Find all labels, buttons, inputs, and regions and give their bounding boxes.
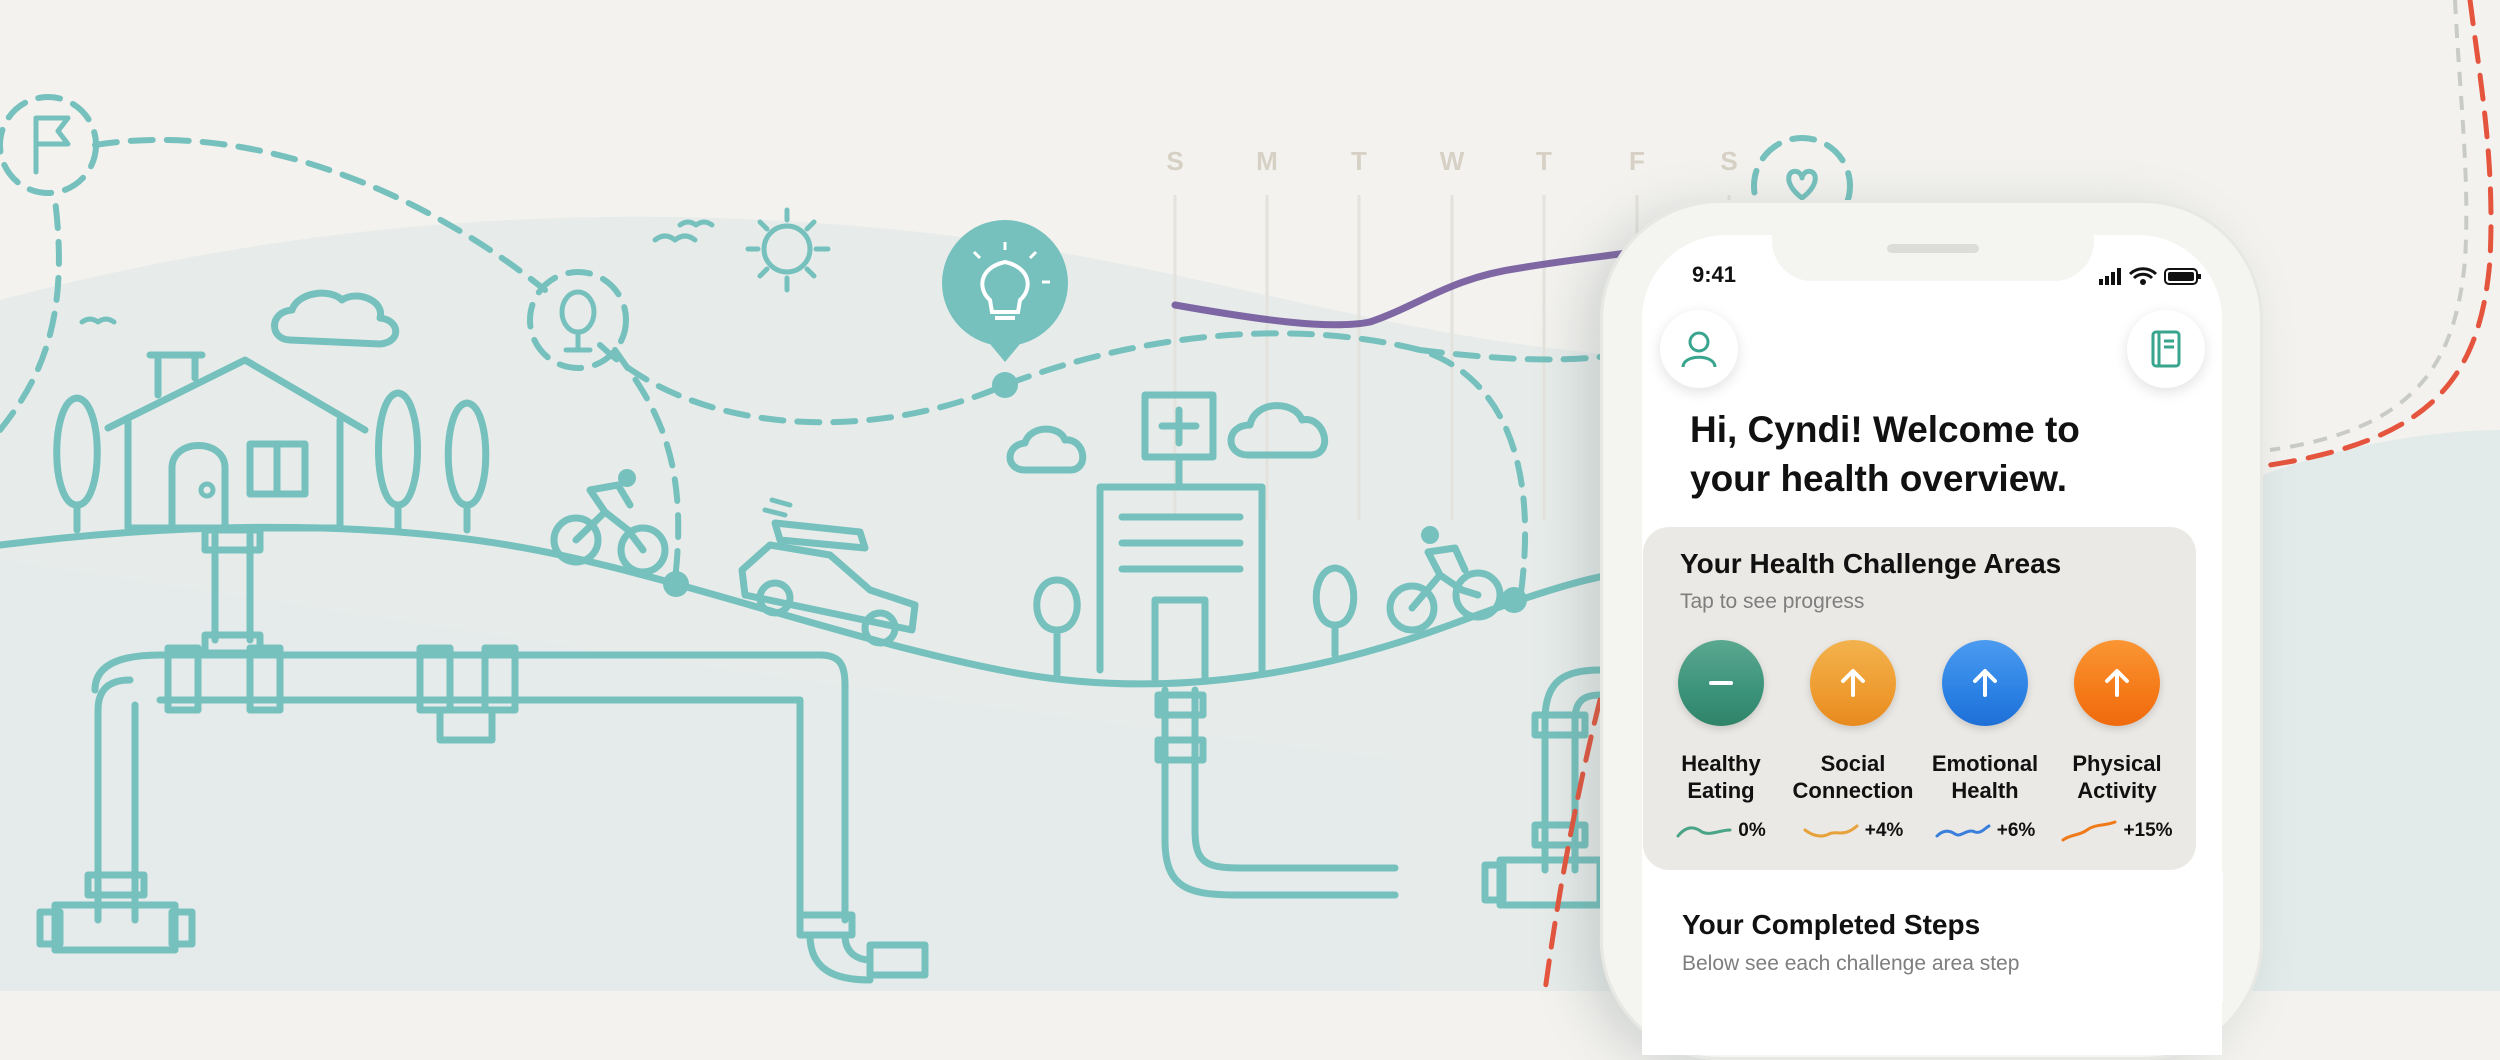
area-status-circle xyxy=(1810,640,1896,726)
arrow-up-icon xyxy=(2105,669,2129,697)
cyclist-icon xyxy=(550,469,669,576)
cloud-icon xyxy=(1227,402,1329,459)
signal-icon xyxy=(2099,268,2121,285)
background-hill xyxy=(0,560,1400,991)
pipes-icon xyxy=(1481,666,1604,909)
area-trend: +6% xyxy=(1919,818,2051,844)
area-status-circle xyxy=(2074,640,2160,726)
day-label: F xyxy=(1629,146,1645,176)
area-status-circle xyxy=(1942,640,2028,726)
day-label: S xyxy=(1166,146,1183,176)
tree-icon xyxy=(375,389,421,534)
profile-icon xyxy=(1681,331,1717,368)
lightbulb-marker xyxy=(942,220,1068,398)
profile-button[interactable] xyxy=(1660,310,1738,388)
day-label: T xyxy=(1351,146,1367,176)
flag-milestone xyxy=(0,94,99,196)
trend-sparkline xyxy=(2061,820,2117,842)
journal-button[interactable] xyxy=(2127,310,2205,388)
arrow-up-icon xyxy=(1841,669,1865,697)
challenge-card-subtitle: Tap to see progress xyxy=(1680,590,1865,613)
status-time: 9:41 xyxy=(1692,262,1737,287)
area-trend: +4% xyxy=(1787,818,1919,844)
area-change: +15% xyxy=(2123,820,2173,841)
challenge-area-emotional-health[interactable]: Emotional Health +6% xyxy=(1919,640,2051,844)
tree-icon xyxy=(1312,564,1358,659)
trend-sparkline xyxy=(1803,824,1859,838)
route-path xyxy=(1542,697,1603,991)
pipes-icon xyxy=(36,526,929,984)
area-change: +6% xyxy=(1996,820,2036,841)
greeting-line: Hi, Cyndi! Welcome to xyxy=(1690,409,2080,450)
route-path xyxy=(2267,0,2494,468)
cyclist-icon xyxy=(1386,526,1504,634)
minus-icon xyxy=(1709,681,1733,685)
area-name-line: Eating xyxy=(1687,778,1755,803)
book-icon xyxy=(2151,330,2181,368)
completed-steps-card xyxy=(1643,872,2223,1002)
tree-icon xyxy=(1033,576,1081,679)
birds-icon xyxy=(79,219,715,325)
area-name: Emotional Health xyxy=(1919,750,2051,806)
sun-icon xyxy=(745,207,831,293)
steps-card-subtitle: Below see each challenge area step xyxy=(1682,952,2020,975)
trend-sparkline xyxy=(1676,826,1732,838)
area-name-line: Healthy xyxy=(1681,751,1761,776)
journey-path xyxy=(0,136,1529,603)
hospital-icon xyxy=(1096,391,1266,684)
day-label: S xyxy=(1720,146,1737,176)
pipes-icon xyxy=(1154,686,1399,899)
phone-notch xyxy=(1772,235,2094,281)
greeting-title: Hi, Cyndi! Welcome to your health overvi… xyxy=(1690,405,2170,503)
cloud-icon xyxy=(1006,425,1087,474)
week-trend-line xyxy=(1171,244,1664,329)
area-name: Healthy Eating xyxy=(1655,750,1787,806)
journey-path xyxy=(612,347,682,583)
route-path xyxy=(2269,0,2469,452)
area-change: 0% xyxy=(1738,820,1766,841)
arrow-up-icon xyxy=(1973,669,1997,697)
area-name-line: Emotional xyxy=(1931,751,2039,776)
challenge-area-healthy-eating[interactable]: Healthy Eating 0% xyxy=(1655,640,1787,844)
area-change: +4% xyxy=(1864,820,1904,841)
area-name-line: Health xyxy=(1951,778,2019,803)
challenge-card-title: Your Health Challenge Areas xyxy=(1680,548,2062,579)
area-name-line: Connection xyxy=(1792,778,1914,803)
car-icon xyxy=(738,497,919,647)
background-hill xyxy=(2250,430,2500,991)
area-trend: 0% xyxy=(1655,818,1787,844)
area-name-line: Physical xyxy=(2072,751,2162,776)
challenge-area-social-connection[interactable]: Social Connection +4% xyxy=(1787,640,1919,844)
tree-icon xyxy=(53,394,101,534)
day-label: M xyxy=(1256,146,1278,176)
battery-icon xyxy=(2164,268,2201,285)
status-icons xyxy=(2099,267,2201,285)
area-name-line: Social xyxy=(1820,751,1886,776)
cloud-icon xyxy=(271,289,400,348)
area-trend: +15% xyxy=(2051,818,2183,844)
day-label: W xyxy=(1440,146,1465,176)
area-name: Physical Activity xyxy=(2051,750,2183,806)
tree-icon xyxy=(444,399,490,534)
week-day-labels: S M T W T F S xyxy=(1166,146,1737,176)
greeting-line: your health overview. xyxy=(1690,458,2067,499)
steps-card-title: Your Completed Steps xyxy=(1682,909,1981,940)
area-name: Social Connection xyxy=(1787,750,1919,806)
area-name-line: Activity xyxy=(2077,778,2157,803)
day-label: T xyxy=(1536,146,1552,176)
wifi-icon xyxy=(2128,267,2158,285)
area-status-circle xyxy=(1678,640,1764,726)
challenge-area-physical-activity[interactable]: Physical Activity +15% xyxy=(2051,640,2183,844)
phone-speaker xyxy=(1887,244,1979,253)
background-illustration: S M T W T F S xyxy=(0,0,2500,991)
mirror-milestone xyxy=(527,269,629,371)
trend-sparkline xyxy=(1935,824,1991,838)
